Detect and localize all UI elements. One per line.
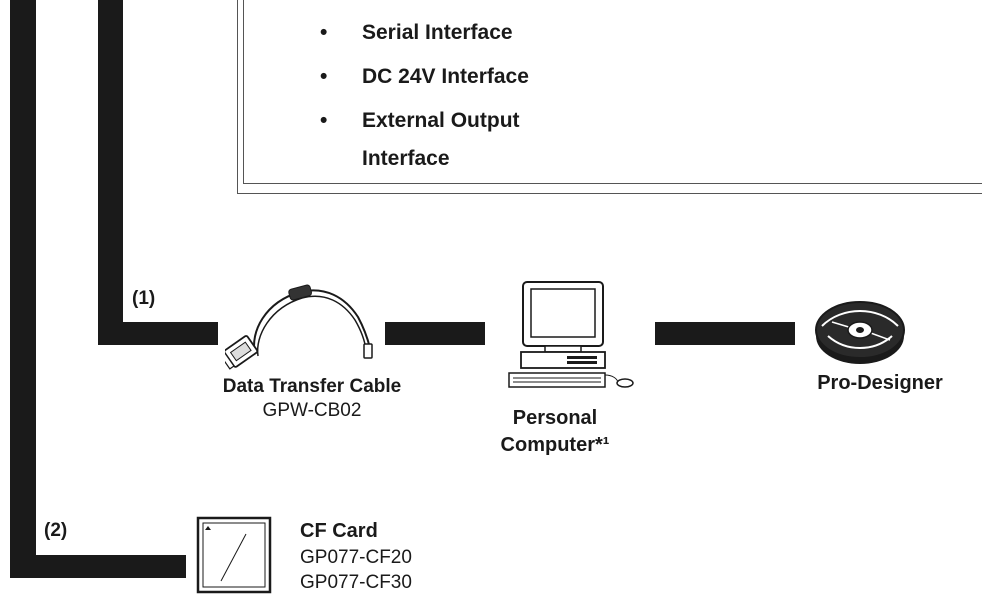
cd-rom-icon [815,301,905,364]
bullet-icon: • [320,65,328,88]
path2-vertical-line [10,0,36,578]
path1-label: (1) [132,288,156,309]
computer-name-line1: Personal [512,407,598,429]
interface-box-inner [243,0,982,184]
cable-to-pc-line [385,322,485,345]
software-name: Pro-Designer [817,372,943,394]
cf-card-icon [196,516,272,594]
path1-horizontal-line [98,322,218,345]
cable-model: GPW-CB02 [262,400,362,421]
cf-card-model-2: GP077-CF30 [300,572,412,593]
pc-to-software-line [655,322,795,345]
path2-label: (2) [44,520,68,541]
cf-card-model-1: GP077-CF20 [300,547,412,568]
path2-horizontal-line [10,555,186,578]
path1-vertical-line [98,0,123,345]
cable-icon [225,284,373,370]
bullet-icon: • [320,109,328,132]
interface-box-outer [237,0,982,194]
computer-icon [508,281,634,388]
cable-name: Data Transfer Cable [222,376,402,397]
cf-card-name: CF Card [300,520,378,542]
computer-name-line2: Computer*¹ [500,434,610,456]
bullet-icon: • [320,21,328,44]
